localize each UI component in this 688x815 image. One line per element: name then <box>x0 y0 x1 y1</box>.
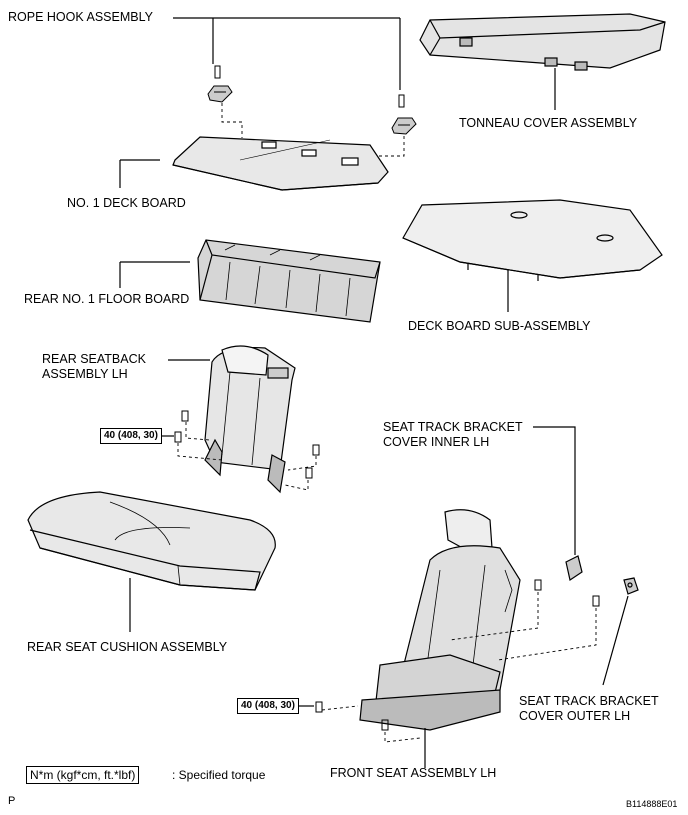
torque-spec-seatback: 40 (408, 30) <box>100 428 162 444</box>
label-rear-floor-board: REAR NO. 1 FLOOR BOARD <box>24 292 190 306</box>
label-rope-hook-assembly: ROPE HOOK ASSEMBLY <box>8 10 153 24</box>
label-no1-deck-board: NO. 1 DECK BOARD <box>67 196 186 210</box>
rear-seat-cushion <box>27 491 276 591</box>
label-rear-seatback: REAR SEATBACK ASSEMBLY LH <box>42 352 146 381</box>
figure-id: B114888E01 <box>626 799 678 809</box>
legend-torque-unit: N*m (kgf*cm, ft.*lbf) <box>26 766 140 784</box>
outer-cover-leader <box>602 595 629 686</box>
label-tonneau-cover-assembly: TONNEAU COVER ASSEMBLY <box>459 116 638 130</box>
label-seat-track-outer: SEAT TRACK BRACKET COVER OUTER LH <box>519 694 659 723</box>
rope-hook-left <box>207 65 233 103</box>
label-rear-seat-cushion: REAR SEAT CUSHION ASSEMBLY <box>27 640 228 654</box>
inner-cover-leader <box>533 426 576 555</box>
label-deck-board-sub-assembly: DECK BOARD SUB-ASSEMBLY <box>408 319 591 333</box>
rope-hook-right <box>391 94 417 135</box>
legend-text: : Specified torque <box>172 768 266 782</box>
deck-board-no1 <box>172 136 389 191</box>
deck-board-sub <box>402 199 663 281</box>
seat-track-cover-inner <box>565 555 583 581</box>
rope-hook-leader <box>173 17 401 90</box>
torque-spec-front-seat: 40 (408, 30) <box>237 698 299 714</box>
label-front-seat: FRONT SEAT ASSEMBLY LH <box>330 766 497 780</box>
rear-floor-board <box>197 239 381 323</box>
front-seat <box>359 509 521 731</box>
tonneau-cover <box>419 13 666 71</box>
seat-track-cover-outer <box>623 577 639 595</box>
rear-seatback <box>204 345 296 494</box>
label-seat-track-inner: SEAT TRACK BRACKET COVER INNER LH <box>383 420 523 449</box>
page-mark: P <box>8 795 16 807</box>
